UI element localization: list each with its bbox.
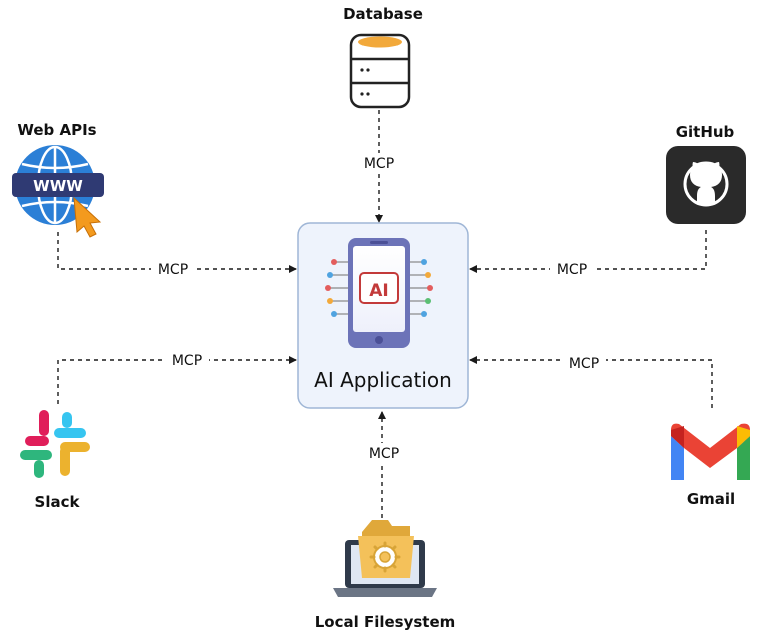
- ai-phone-icon: AI: [325, 238, 433, 348]
- local-filesystem-label: Local Filesystem: [315, 613, 456, 631]
- edge-label-slack: MCP: [172, 353, 202, 369]
- edge-web-apis: MCP: [57, 232, 297, 279]
- ai-badge-text: AI: [369, 281, 388, 301]
- database-icon: [349, 33, 411, 109]
- gmail-label: Gmail: [687, 490, 735, 508]
- ai-application-node: AI AI Application: [297, 222, 469, 409]
- edge-label-web-apis: MCP: [158, 262, 188, 278]
- github-icon: [666, 146, 746, 224]
- ai-application-title: AI Application: [314, 368, 452, 392]
- web-apis-node: Web APIs WWW: [12, 121, 104, 238]
- database-label: Database: [343, 5, 423, 23]
- web-apis-label: Web APIs: [17, 121, 96, 139]
- gmail-icon: [671, 423, 750, 480]
- folder-laptop-icon: [333, 520, 437, 597]
- edge-label-local-filesystem: MCP: [369, 446, 399, 462]
- edge-slack: MCP: [57, 350, 297, 404]
- www-badge-text: WWW: [33, 177, 83, 195]
- slack-icon: [20, 410, 90, 478]
- edge-gmail: MCP: [469, 353, 713, 408]
- github-node: GitHub: [666, 123, 746, 224]
- gmail-node: Gmail: [671, 423, 750, 508]
- edge-database: MCP: [357, 110, 401, 223]
- edge-local-filesystem: MCP: [362, 411, 406, 518]
- local-filesystem-node: Local Filesystem: [315, 520, 456, 631]
- edge-label-github: MCP: [557, 262, 587, 278]
- edge-label-database: MCP: [364, 156, 394, 172]
- slack-node: Slack: [20, 410, 90, 511]
- slack-label: Slack: [35, 493, 81, 511]
- github-label: GitHub: [676, 123, 735, 141]
- edge-github: MCP: [469, 230, 707, 279]
- globe-www-icon: WWW: [12, 145, 104, 238]
- database-node: Database: [343, 5, 423, 109]
- edge-label-gmail: MCP: [569, 356, 599, 372]
